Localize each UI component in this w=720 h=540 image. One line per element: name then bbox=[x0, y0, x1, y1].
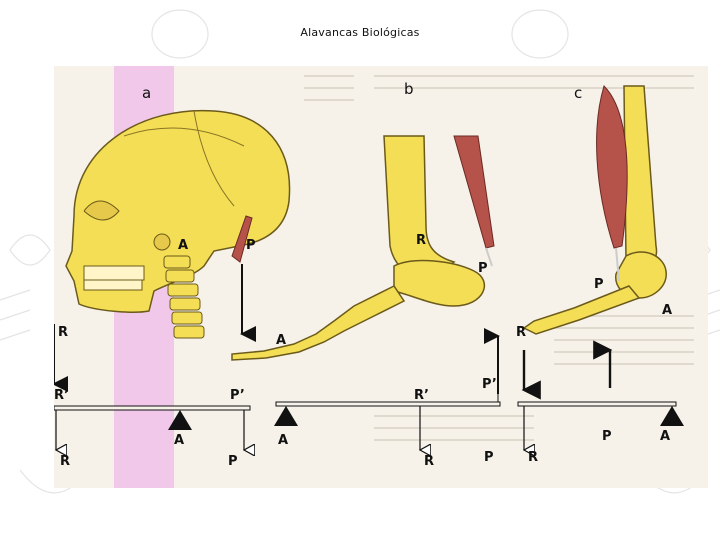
panel-c-lever-R: R bbox=[528, 450, 538, 465]
panel-b-label: b bbox=[404, 80, 414, 98]
panel-a-lever-P: P bbox=[228, 454, 238, 469]
panel-b-lever-A: A bbox=[278, 433, 288, 448]
panel-c-resistance-R: R bbox=[516, 325, 526, 340]
panel-a-force-P: P bbox=[246, 238, 256, 253]
panel-c-label: c bbox=[574, 84, 582, 102]
lever-illustration: a A P R R’ P’ A R P b R P A P’ R’ A R P bbox=[54, 66, 708, 488]
panel-b-lever-R: R bbox=[424, 454, 434, 469]
panel-b-lever-P: P bbox=[484, 450, 494, 465]
panel-b-force-P: P bbox=[478, 261, 488, 276]
panel-b-fulcrum-A: A bbox=[276, 333, 286, 348]
panel-a-lever-R: R bbox=[60, 454, 70, 469]
panel-c-fulcrum-A: A bbox=[662, 303, 672, 318]
panel-b-P-prime: P’ bbox=[482, 377, 497, 392]
panel-a-label: a bbox=[142, 84, 151, 102]
panel-c-force-P: P bbox=[594, 277, 604, 292]
panel-c-biceps-muscle bbox=[597, 86, 628, 248]
panel-b-leg-bone bbox=[384, 136, 454, 277]
panel-c-fulcrum-triangle bbox=[660, 406, 684, 426]
page-title: Alavancas Biológicas bbox=[0, 26, 720, 39]
panel-b-foot-bones bbox=[232, 261, 484, 360]
panel-c-lever-P: P bbox=[602, 429, 612, 444]
panel-b-R-prime: R’ bbox=[414, 388, 429, 403]
panel-c-arm-bones bbox=[524, 86, 666, 334]
lever-illustration-plate: a A P R R’ P’ A R P b R P A P’ R’ A R P bbox=[54, 66, 708, 488]
panel-b-calf-muscle bbox=[454, 136, 494, 248]
panel-a-resistance-R: R bbox=[58, 325, 68, 340]
panel-a-fulcrum-A: A bbox=[178, 238, 188, 253]
panel-b-resistance-R: R bbox=[416, 233, 426, 248]
panel-a-lever-A: A bbox=[174, 433, 184, 448]
panel-b-fulcrum-triangle bbox=[274, 406, 298, 426]
panel-c-lever-A: A bbox=[660, 429, 670, 444]
panel-a-P-prime: P’ bbox=[230, 388, 245, 403]
panel-a-R-prime: R’ bbox=[54, 388, 69, 403]
